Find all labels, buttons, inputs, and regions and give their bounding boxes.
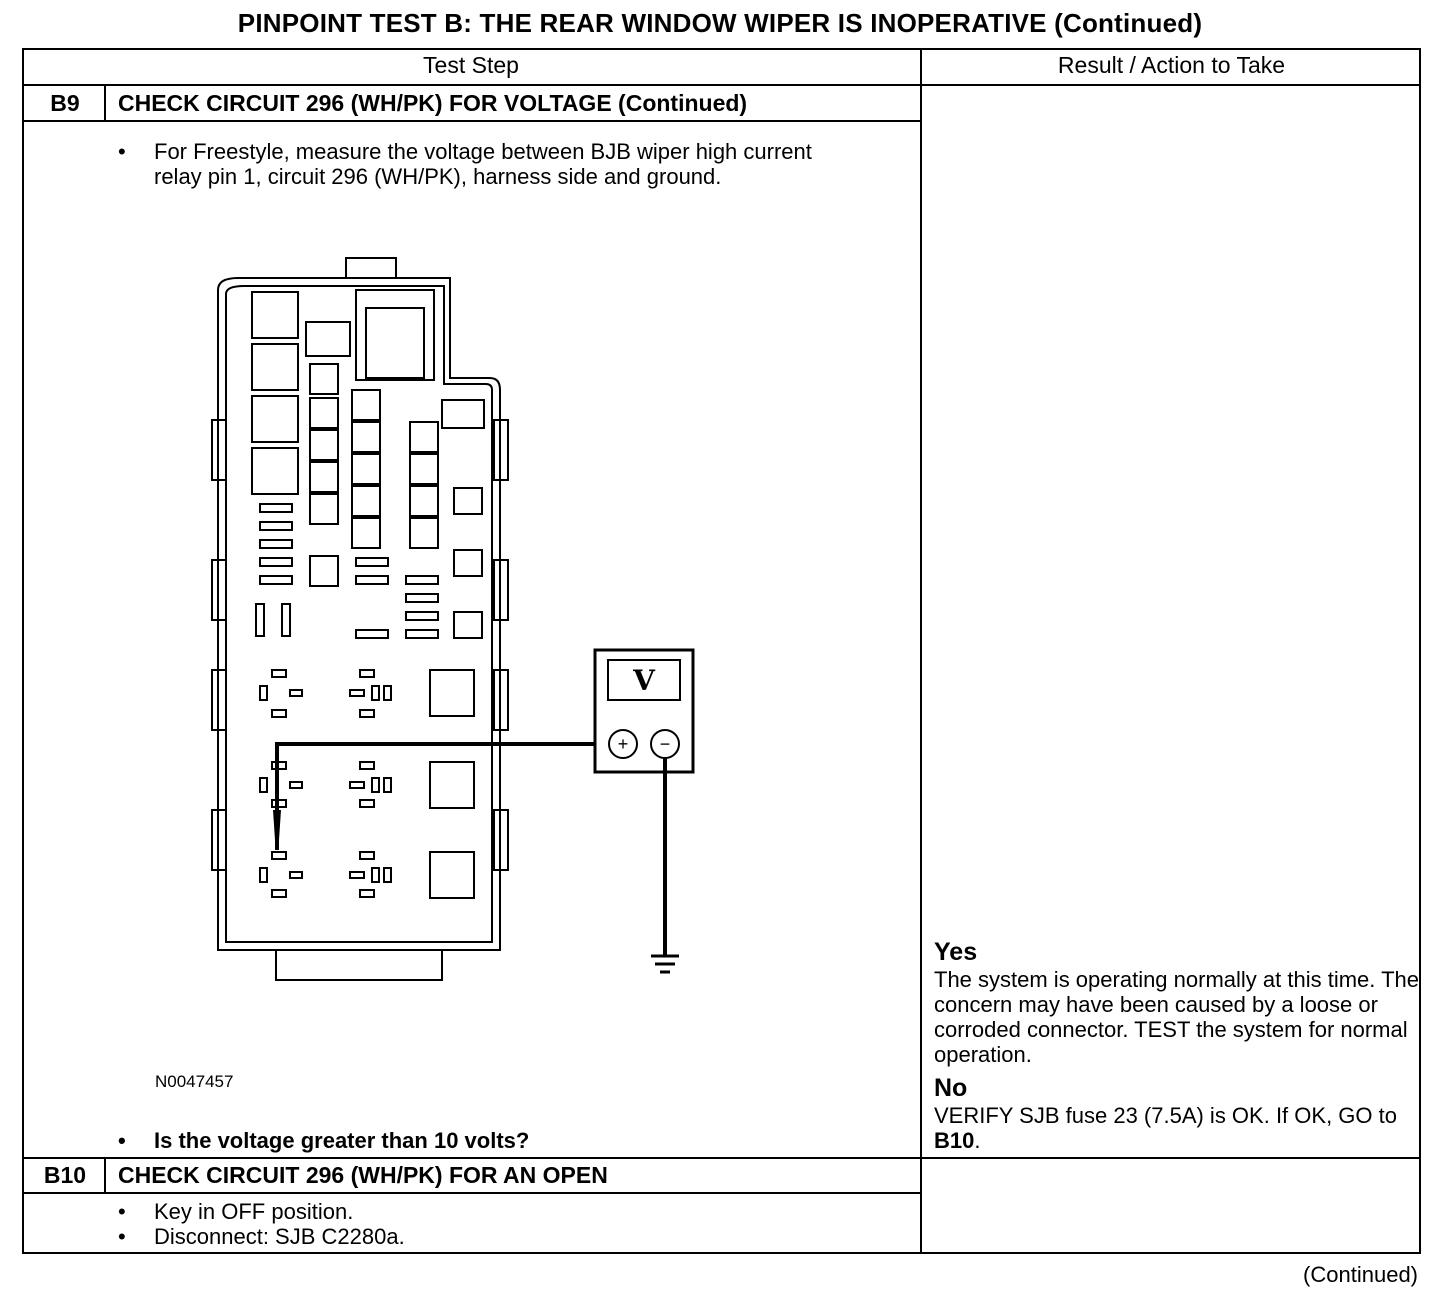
- b10-bullet-1-text: Key in OFF position.: [154, 1199, 354, 1224]
- relay-top: [365, 307, 425, 379]
- column-divider: [920, 48, 922, 1254]
- b10-title-divider: [22, 1192, 922, 1194]
- header-result-action: Result / Action to Take: [1057, 52, 1286, 78]
- b9-title-divider: [22, 120, 922, 122]
- b10-bullet-1: • Key in OFF position.: [118, 1199, 354, 1224]
- bottom-connector-tab: [275, 949, 443, 981]
- voltmeter-label: V: [632, 664, 656, 697]
- voltmeter-display: [607, 659, 681, 701]
- result-no-text-body: VERIFY SJB fuse 23 (7.5A) is OK. If OK, …: [934, 1103, 1397, 1128]
- svg-text:+: +: [618, 734, 629, 754]
- top-connector-tab: [345, 257, 397, 279]
- b10-bullet-2: • Disconnect: SJB C2280a.: [118, 1224, 405, 1249]
- b9-question: • Is the voltage greater than 10 volts?: [118, 1128, 530, 1153]
- ground-icon: [651, 954, 679, 974]
- step-title-b9: CHECK CIRCUIT 296 (WH/PK) FOR VOLTAGE (C…: [118, 90, 748, 116]
- result-no-text: VERIFY SJB fuse 23 (7.5A) is OK. If OK, …: [934, 1103, 1397, 1153]
- bullet-dot: •: [118, 1128, 126, 1153]
- b9-instruction: • For Freestyle, measure the voltage bet…: [118, 139, 854, 189]
- probe-tip: [273, 810, 281, 840]
- bullet-dot: •: [118, 1224, 126, 1249]
- b9-instruction-text: For Freestyle, measure the voltage betwe…: [154, 139, 812, 189]
- b10-id-divider: [104, 1157, 106, 1193]
- figure-id: N0047457: [155, 1072, 234, 1091]
- step-id-b9: B9: [50, 90, 80, 116]
- continued-footer: (Continued): [1303, 1262, 1418, 1287]
- result-no-label: No: [934, 1074, 968, 1102]
- positive-terminal: [608, 729, 638, 759]
- goto-b10-link[interactable]: B10: [934, 1128, 975, 1153]
- step-id-b10: B10: [43, 1162, 87, 1188]
- bullet-dot: •: [118, 1199, 126, 1224]
- bjb-housing-inner: [225, 285, 493, 943]
- header-test-step: Test Step: [423, 52, 519, 78]
- b10-bullet-2-text: Disconnect: SJB C2280a.: [154, 1224, 405, 1249]
- b9-b10-divider: [22, 1157, 1421, 1159]
- pinpoint-test-table: [22, 48, 1421, 1254]
- relay-socket-3: [429, 851, 475, 899]
- step-title-b10: CHECK CIRCUIT 296 (WH/PK) FOR AN OPEN: [118, 1162, 608, 1188]
- bullet-dot: •: [118, 139, 126, 164]
- bjb-housing-outer: [217, 277, 501, 951]
- relay-socket-1: [429, 669, 475, 717]
- b9-question-text: Is the voltage greater than 10 volts?: [154, 1128, 530, 1153]
- positive-probe-lead: [275, 742, 608, 850]
- page-title: PINPOINT TEST B: THE REAR WINDOW WIPER I…: [237, 8, 1203, 38]
- result-yes-label: Yes: [934, 938, 978, 966]
- svg-text:−: −: [660, 734, 671, 754]
- b9-id-divider: [104, 84, 106, 121]
- bjb-voltage-measurement-diagram: V + −: [211, 257, 695, 981]
- result-yes-text: The system is operating normally at this…: [934, 967, 1420, 1067]
- relay-socket-2: [429, 761, 475, 809]
- header-divider: [22, 84, 1421, 86]
- relay-pin-1-cavity: [271, 851, 287, 860]
